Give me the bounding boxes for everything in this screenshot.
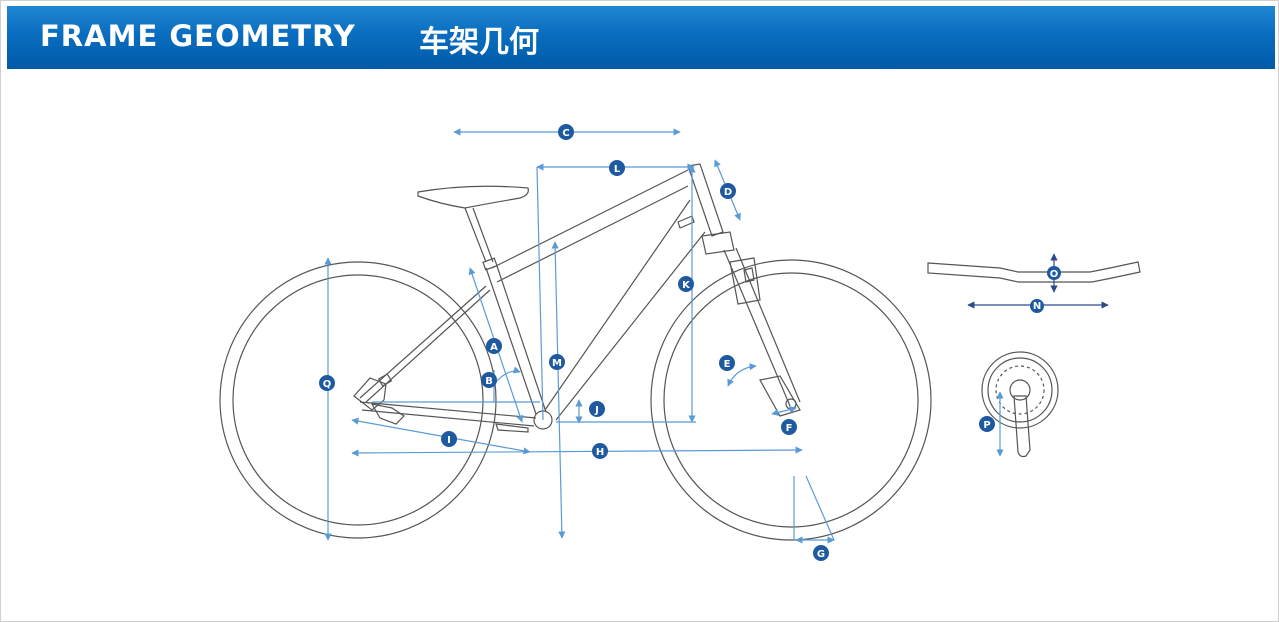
badge-label-c: C: [562, 128, 569, 139]
crankset-drawing: [981, 351, 1059, 458]
badge-label-m: M: [552, 358, 562, 369]
front-wheel: [650, 259, 932, 541]
top-tube: [491, 169, 689, 283]
rear-brake: [377, 373, 393, 387]
badge-label-k: K: [682, 280, 691, 291]
bike-drawing: [219, 163, 932, 541]
badge-q: Q: [319, 375, 335, 391]
fork-lower: [759, 375, 801, 417]
dim-line-h: [351, 446, 803, 457]
badge-d: D: [720, 183, 736, 199]
badge-label-p: P: [983, 420, 990, 431]
seat-post: [464, 207, 494, 263]
badge-e: E: [719, 355, 735, 371]
dim-line-l-vertical: [536, 166, 544, 421]
badge-c: C: [558, 124, 574, 140]
badge-label-l: L: [614, 164, 621, 175]
badge-i: I: [441, 431, 457, 447]
badge-n: N: [1030, 299, 1044, 313]
saddle: [417, 185, 529, 209]
headset: [701, 231, 735, 255]
badge-a: A: [486, 338, 502, 354]
badge-label-b: B: [485, 376, 493, 387]
rear-dropout: [353, 377, 387, 411]
badge-h: H: [592, 443, 608, 459]
badge-p: P: [979, 416, 995, 432]
badge-label-j: J: [594, 405, 599, 416]
header-bar: FRAME GEOMETRY 车架几何: [7, 6, 1275, 69]
badge-label-a: A: [490, 342, 498, 353]
badge-l: L: [609, 160, 625, 176]
badge-label-n: N: [1033, 301, 1041, 312]
badge-label-e: E: [724, 359, 731, 370]
seat-stay: [359, 285, 491, 403]
badge-f: F: [781, 419, 797, 435]
handlebar-drawing: [927, 261, 1141, 283]
fork: [723, 247, 801, 407]
badge-label-h: H: [596, 447, 604, 458]
chain-stay: [359, 401, 537, 427]
head-tube: [687, 163, 724, 237]
badge-g: G: [813, 545, 829, 561]
dimension-lines: [324, 128, 1004, 544]
dim-arc-e: [727, 363, 757, 387]
badge-label-d: D: [724, 187, 732, 198]
fork-crown: [729, 257, 761, 305]
dim-line-g-right: [805, 475, 835, 541]
badge-o: O: [1047, 266, 1061, 280]
header-title-cn: 车架几何: [419, 25, 539, 60]
dim-line-m: [551, 241, 566, 539]
badge-label-o: O: [1050, 269, 1059, 280]
header-title: FRAME GEOMETRY: [40, 19, 356, 53]
badge-b: B: [481, 372, 497, 388]
badge-label-i: I: [447, 435, 451, 446]
badge-k: K: [678, 276, 694, 292]
front-hub: [785, 398, 797, 410]
badges: C L D K A M E B: [319, 124, 1061, 561]
badge-m: M: [549, 354, 565, 370]
badge-label-g: G: [817, 549, 825, 560]
dim-line-f: [771, 406, 797, 416]
fork-lockout: [743, 267, 755, 283]
down-tube: [544, 199, 706, 421]
badge-label-q: Q: [323, 379, 332, 390]
rear-wheel: [219, 261, 497, 539]
badge-j: J: [589, 401, 605, 417]
dimension-lines-dark: [967, 253, 1109, 309]
badge-label-f: F: [786, 423, 793, 434]
